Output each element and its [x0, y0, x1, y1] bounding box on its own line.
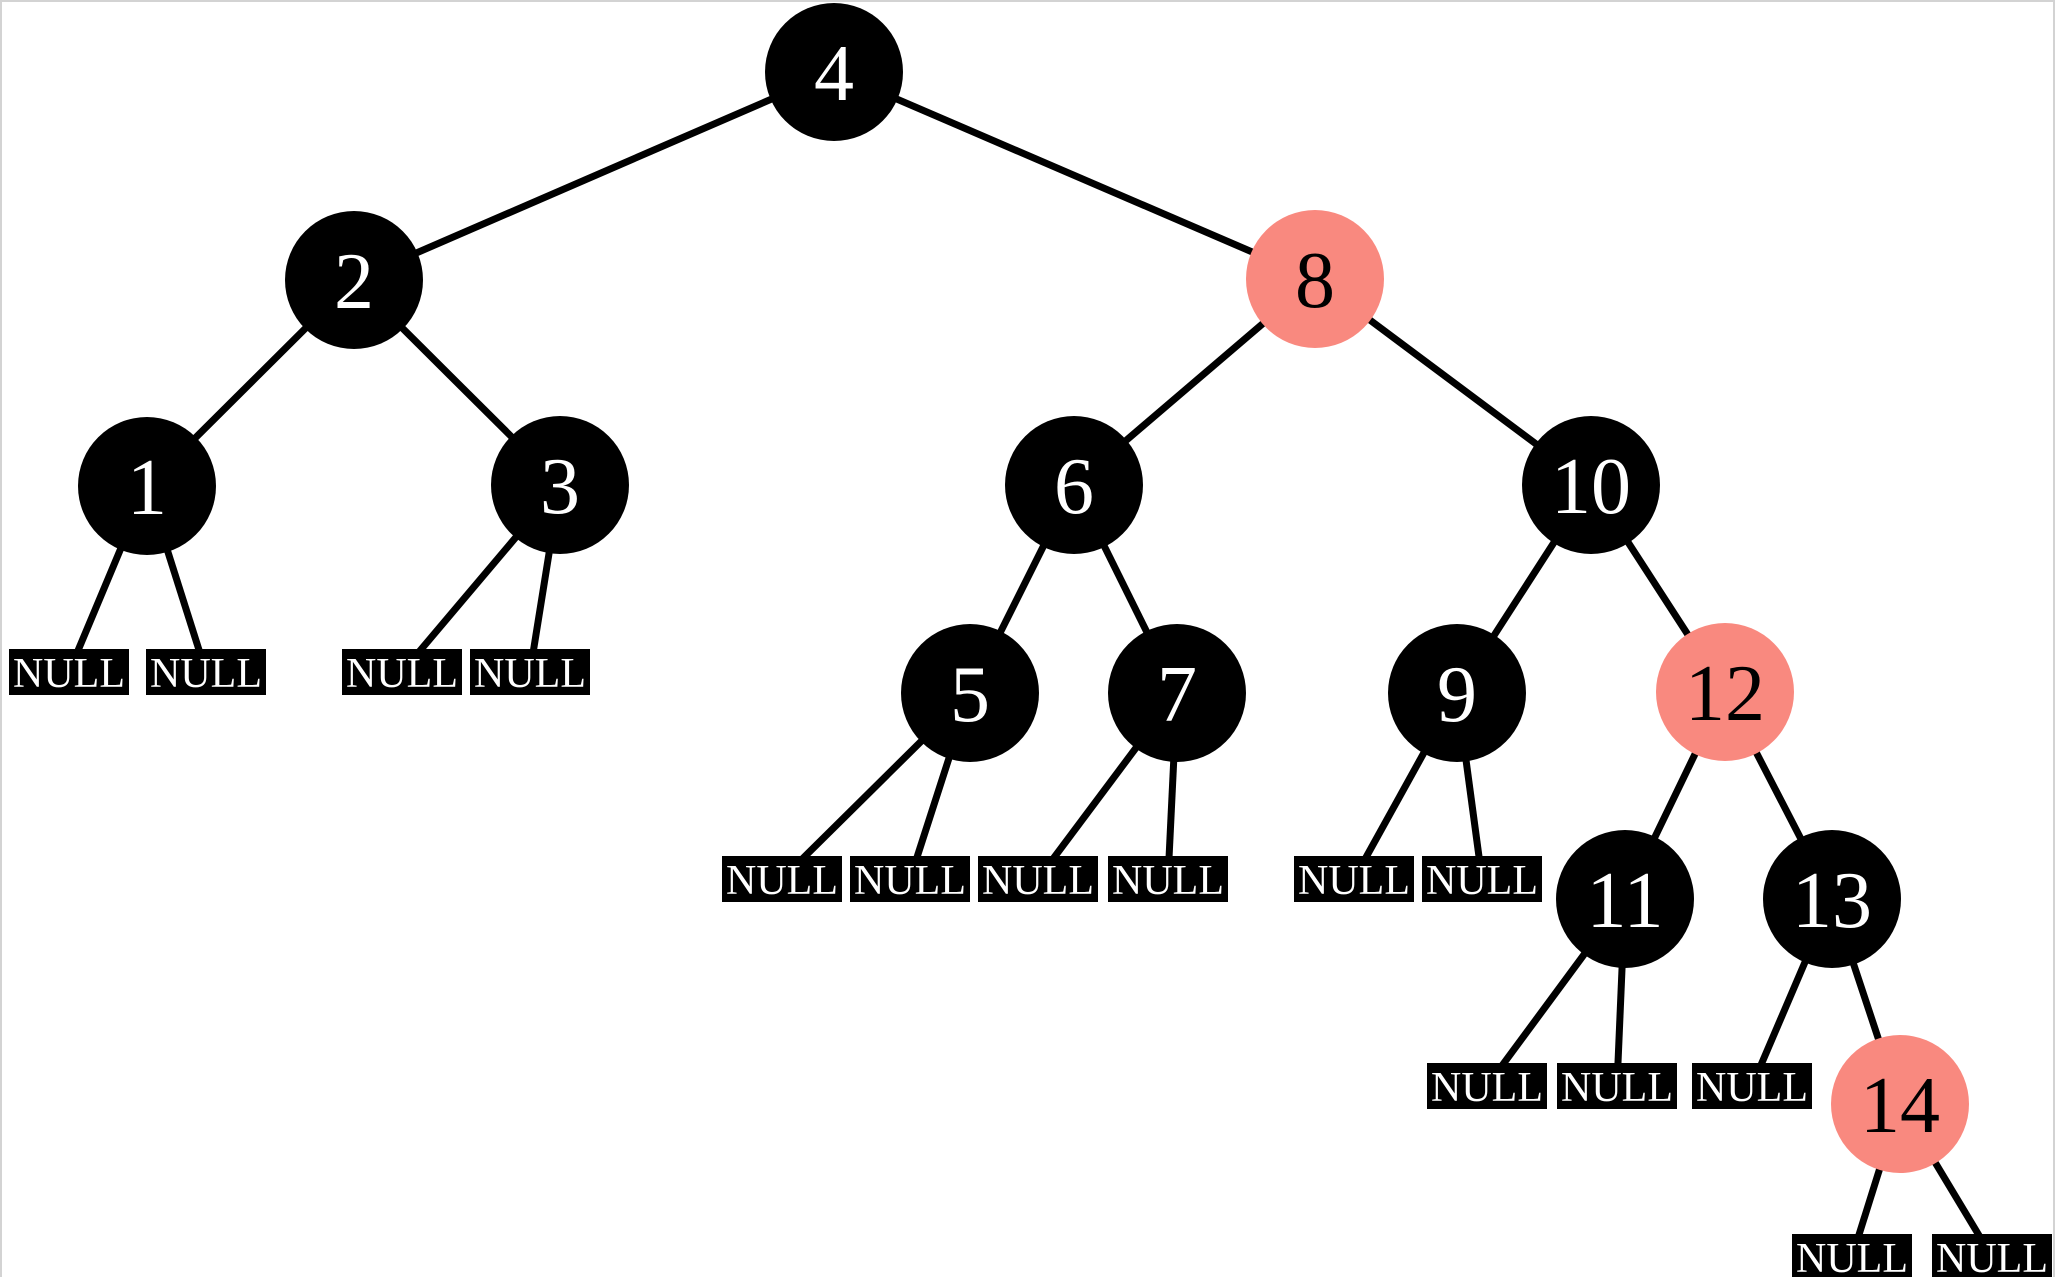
null-box	[1692, 1063, 1812, 1109]
node-circle	[1005, 416, 1143, 554]
null-box	[146, 649, 266, 695]
null-leaf-u9L: NULL	[1294, 856, 1414, 904]
node-circle	[1763, 830, 1901, 968]
null-leaf-u9R: NULL	[1422, 856, 1542, 904]
node-value-label: 11	[1586, 857, 1663, 945]
null-label: NULL	[13, 651, 125, 697]
tree-node-6-black: 6	[1005, 416, 1143, 554]
node-value-label: 1	[127, 444, 167, 532]
null-label: NULL	[1431, 1065, 1543, 1111]
tree-node-1-black: 1	[78, 417, 216, 555]
null-label: NULL	[150, 651, 262, 697]
null-leaf-u11L: NULL	[1427, 1063, 1547, 1111]
null-box	[470, 649, 590, 695]
null-label: NULL	[726, 858, 838, 904]
tree-node-11-black: 11	[1556, 830, 1694, 968]
null-label: NULL	[1298, 858, 1410, 904]
null-leaf-u11R: NULL	[1557, 1063, 1677, 1111]
node-circle	[491, 416, 629, 554]
tree-node-5-black: 5	[901, 624, 1039, 762]
null-label: NULL	[1426, 858, 1538, 904]
null-box	[342, 649, 462, 695]
null-box	[1422, 856, 1542, 902]
null-box	[9, 649, 129, 695]
node-value-label: 9	[1437, 651, 1477, 739]
node-circle	[1831, 1035, 1969, 1173]
node-circle	[1246, 210, 1384, 348]
null-box	[1294, 856, 1414, 902]
node-value-label: 12	[1685, 650, 1765, 738]
node-circle	[285, 211, 423, 349]
node-circle	[1108, 624, 1246, 762]
null-label: NULL	[1561, 1065, 1673, 1111]
null-leaf-u7L: NULL	[978, 856, 1098, 904]
node-circle	[901, 624, 1039, 762]
tree-node-12-red: 12	[1656, 623, 1794, 761]
null-box	[978, 856, 1098, 902]
node-circle	[765, 3, 903, 141]
node-value-label: 10	[1551, 443, 1631, 531]
node-circle	[1556, 830, 1694, 968]
tree-node-4-black: 4	[765, 3, 903, 141]
node-circle	[1388, 624, 1526, 762]
tree-node-14-red: 14	[1831, 1035, 1969, 1173]
null-label: NULL	[474, 651, 586, 697]
node-value-label: 14	[1860, 1062, 1940, 1150]
null-label: NULL	[1936, 1236, 2048, 1277]
tree-node-10-black: 10	[1522, 416, 1660, 554]
null-leaf-u5R: NULL	[850, 856, 970, 904]
null-box	[1792, 1234, 1912, 1277]
node-value-label: 8	[1295, 237, 1335, 325]
null-label: NULL	[982, 858, 1094, 904]
null-label: NULL	[854, 858, 966, 904]
node-circle	[1522, 416, 1660, 554]
null-leaf-u13L: NULL	[1692, 1063, 1812, 1111]
null-label: NULL	[346, 651, 458, 697]
tree-node-9-black: 9	[1388, 624, 1526, 762]
null-label: NULL	[1112, 858, 1224, 904]
null-leaf-u14R: NULL	[1932, 1234, 2052, 1277]
node-value-label: 6	[1054, 443, 1094, 531]
node-value-label: 2	[334, 238, 374, 326]
null-box	[1427, 1063, 1547, 1109]
null-label: NULL	[1796, 1236, 1908, 1277]
node-circle	[78, 417, 216, 555]
null-leaf-u3L: NULL	[342, 649, 462, 697]
tree-edge-n4-n8	[832, 68, 1317, 283]
null-leaf-u14L: NULL	[1792, 1234, 1912, 1277]
null-leaf-u5L: NULL	[722, 856, 842, 904]
node-circle	[1656, 623, 1794, 761]
node-value-label: 13	[1792, 857, 1872, 945]
null-box	[850, 856, 970, 902]
null-box	[1557, 1063, 1677, 1109]
tree-node-2-black: 2	[285, 211, 423, 349]
null-leaf-u3R: NULL	[470, 649, 590, 697]
tree-node-13-black: 13	[1763, 830, 1901, 968]
null-box	[1108, 856, 1228, 902]
null-leaf-u7R: NULL	[1108, 856, 1228, 904]
null-leaf-u1R: NULL	[146, 649, 266, 697]
node-value-label: 3	[540, 443, 580, 531]
tree-edge-n4-n2	[352, 68, 836, 284]
tree-node-3-black: 3	[491, 416, 629, 554]
tree-node-8-red: 8	[1246, 210, 1384, 348]
null-label: NULL	[1696, 1065, 1808, 1111]
node-value-label: 7	[1157, 651, 1197, 739]
node-value-label: 4	[814, 30, 854, 118]
tree-node-7-black: 7	[1108, 624, 1246, 762]
null-leaf-u1L: NULL	[9, 649, 129, 697]
node-value-label: 5	[950, 651, 990, 739]
null-box	[722, 856, 842, 902]
null-box	[1932, 1234, 2052, 1277]
